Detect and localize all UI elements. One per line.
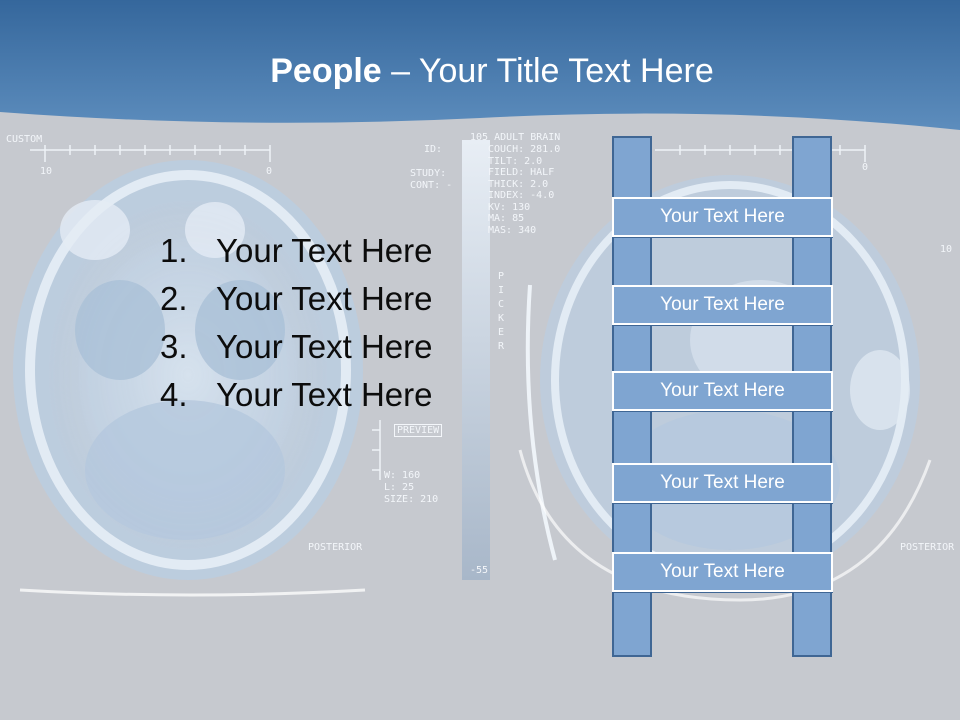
ladder-step-edge	[612, 236, 833, 238]
scan-wl-item: L: 25	[384, 482, 415, 493]
list-item: 2. Your Text Here	[160, 280, 432, 328]
list-text: Your Text Here	[216, 328, 433, 365]
ladder-step-edge	[612, 324, 833, 326]
scan-param: INDEX: -4.0	[488, 190, 555, 201]
scan-right-ten: 10	[940, 244, 953, 255]
scan-posterior-left: POSTERIOR	[308, 542, 363, 553]
ladder-step: Your Text Here	[612, 197, 833, 237]
scan-bottom-value: -55	[470, 565, 489, 576]
list-item: 4. Your Text Here	[160, 376, 432, 424]
scan-custom-label: CUSTOM	[6, 134, 43, 145]
scan-letter: K	[498, 313, 505, 324]
scan-param: COUCH: 281.0	[488, 144, 561, 155]
title-rest: – Your Title Text Here	[391, 52, 714, 90]
list-number: 4.	[160, 376, 188, 413]
list-number: 3.	[160, 328, 188, 365]
scan-study-label: STUDY:	[410, 168, 447, 179]
scan-id-label: ID:	[424, 144, 443, 155]
slide-title: People – Your Title Text Here	[0, 52, 960, 91]
scan-param: TILT: 2.0	[488, 155, 543, 167]
ladder-step-edge	[612, 502, 833, 504]
scan-wl-item: SIZE: 210	[384, 494, 439, 505]
list-text: Your Text Here	[216, 232, 433, 269]
ladder-step-edge	[612, 591, 833, 593]
scan-letter: E	[498, 327, 505, 338]
scan-vertical-letters: P I C K E R	[498, 270, 504, 354]
scan-letter: P	[498, 271, 505, 282]
scan-preview-label: PREVIEW	[394, 424, 443, 437]
ladder-step: Your Text Here	[612, 285, 833, 325]
scan-cont-label: CONT: -	[410, 180, 453, 191]
scan-param: MA: 85	[488, 213, 525, 224]
scan-header-label: 105 ADULT BRAIN	[470, 132, 561, 143]
scan-param: KV: 130	[488, 201, 531, 213]
title-bold: People	[270, 52, 382, 90]
scan-wl-item: W: 160	[384, 470, 421, 481]
scan-letter: R	[498, 341, 505, 352]
left-ruler	[30, 145, 271, 162]
grayscale-strip	[462, 140, 490, 580]
scan-ruler-zero: 0	[266, 166, 273, 177]
scan-param: FIELD: HALF	[488, 167, 555, 178]
header-band	[0, 0, 960, 130]
numbered-list: 1. Your Text Here 2. Your Text Here 3. Your…	[160, 232, 432, 424]
ladder-step: Your Text Here	[612, 552, 833, 592]
scan-right-zero: 0	[862, 162, 869, 173]
side-ruler	[372, 420, 381, 480]
ladder-step: Your Text Here	[612, 463, 833, 503]
scan-ruler-ten: 10	[40, 166, 53, 177]
scan-letter: I	[498, 285, 505, 296]
scan-wl: W: 160 L: 25 SIZE: 210	[384, 470, 438, 506]
ladder-step-edge	[612, 410, 833, 412]
list-number: 2.	[160, 280, 188, 317]
scan-param: THICK: 2.0	[488, 178, 549, 190]
list-item: 3. Your Text Here	[160, 328, 432, 376]
left-skull-image	[13, 160, 366, 597]
ladder-step: Your Text Here	[612, 371, 833, 411]
scan-params: COUCH: 281.0 TILT: 2.0 FIELD: HALF THICK…	[488, 144, 560, 236]
list-number: 1.	[160, 232, 188, 269]
scan-param: MAS: 340	[488, 224, 537, 236]
list-text: Your Text Here	[216, 376, 433, 413]
list-text: Your Text Here	[216, 280, 433, 317]
scan-posterior-right: POSTERIOR	[900, 542, 955, 553]
scan-letter: C	[498, 299, 505, 310]
list-item: 1. Your Text Here	[160, 232, 432, 280]
